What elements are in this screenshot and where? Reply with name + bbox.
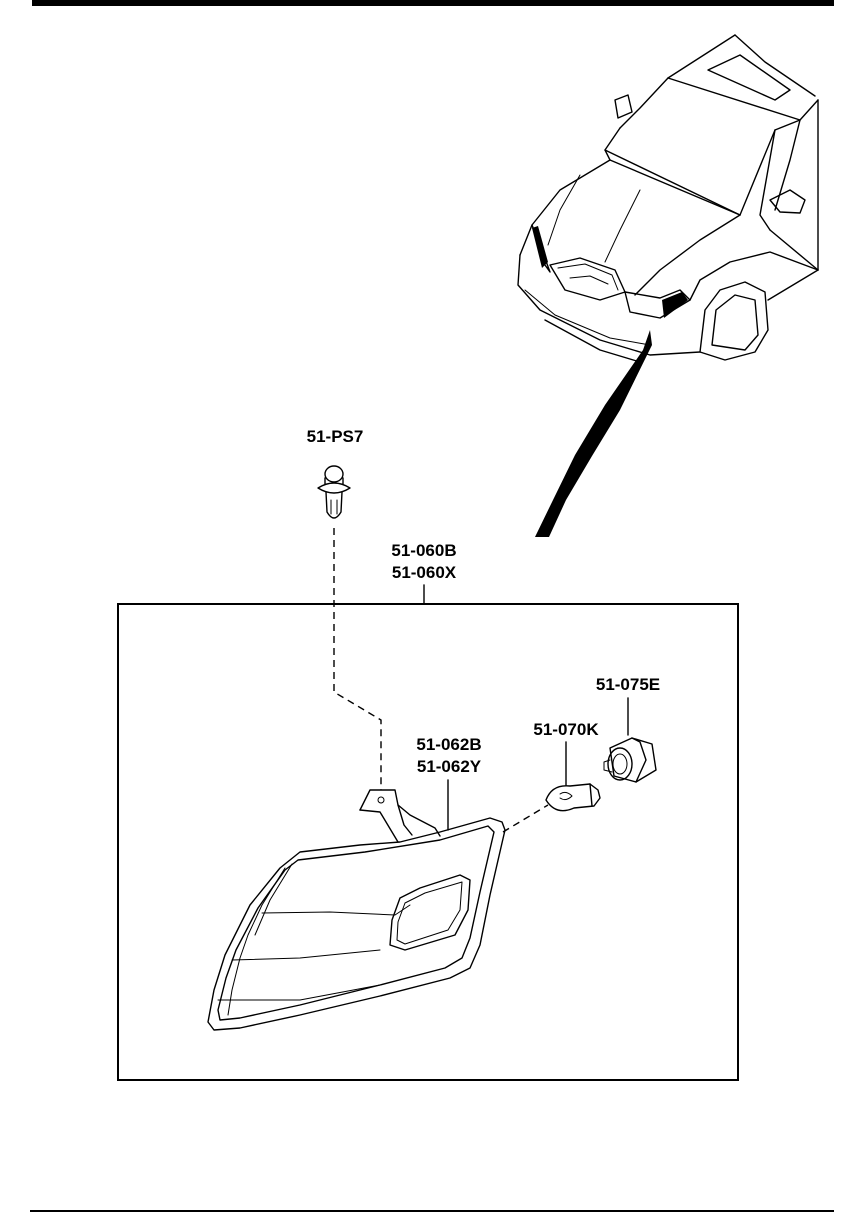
bulb-dashed-leader	[502, 804, 549, 833]
car-illustration	[517, 34, 819, 363]
label-housing-1: 51-062B	[416, 735, 481, 754]
label-housing-2: 51-062Y	[417, 757, 482, 776]
push-clip-icon	[317, 465, 351, 519]
top-border-bar	[32, 0, 834, 6]
label-clip: 51-PS7	[307, 427, 364, 446]
bulb-icon	[545, 783, 601, 812]
socket-icon	[603, 737, 657, 783]
callout-sweep	[535, 330, 652, 537]
clip-dashed-leader	[333, 528, 382, 790]
label-bulb: 51-070K	[533, 720, 599, 739]
corner-lamp-housing	[207, 789, 506, 1031]
assembly-box	[117, 603, 739, 1081]
label-assembly-1: 51-060B	[391, 541, 456, 560]
label-socket: 51-075E	[596, 675, 660, 694]
label-assembly-2: 51-060X	[392, 563, 457, 582]
